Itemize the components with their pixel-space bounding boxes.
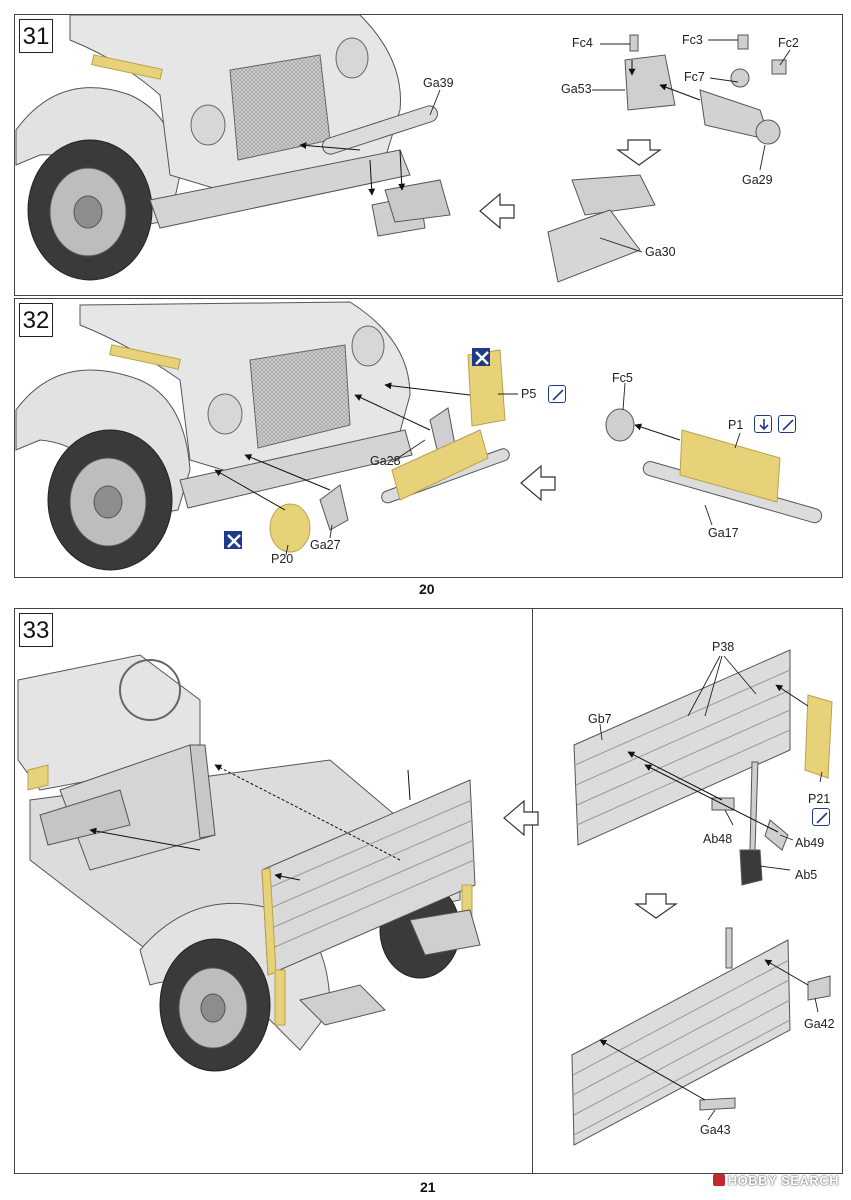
step33-arrows-left [89, 764, 411, 881]
label-p21: P21 [808, 792, 831, 806]
label-ga42: Ga42 [804, 1017, 835, 1031]
label-fc4: Fc4 [572, 36, 593, 50]
step31-arrows [299, 60, 701, 196]
label-ab49: Ab49 [795, 836, 825, 850]
label-p5: P5 [521, 387, 537, 401]
bend-fold-icon [472, 348, 490, 366]
label-ga17: Ga17 [708, 526, 739, 540]
step31-leader-lines [429, 39, 791, 253]
label-fc2: Fc2 [778, 36, 799, 50]
photo-etch-cut-icon [812, 808, 830, 826]
page-number-bottom: 21 [420, 1179, 436, 1195]
step33-gate-detail [571, 649, 833, 1146]
label-fc3: Fc3 [682, 33, 703, 47]
label-gb7: Gb7 [588, 712, 612, 726]
hollow-arrow-left [479, 192, 515, 230]
watermark: HOBBY SEARCH [712, 1173, 839, 1188]
label-p38: P38 [712, 640, 735, 654]
label-fc7: Fc7 [684, 70, 705, 84]
step-number: 31 [19, 19, 53, 53]
step31-bumper-parts [322, 105, 451, 237]
step33-leader-lines [599, 655, 823, 1121]
bend-fold-icon [224, 531, 242, 549]
hobby-search-logo-icon [712, 1174, 725, 1186]
step31-winch-parts [547, 34, 787, 283]
label-ga28: Ga28 [370, 454, 401, 468]
label-p1: P1 [728, 418, 744, 432]
label-ga53: Ga53 [561, 82, 592, 96]
label-ga27: Ga27 [310, 538, 341, 552]
label-ga43: Ga43 [700, 1123, 731, 1137]
step33-chassis [17, 654, 481, 1072]
step-number: 33 [19, 613, 53, 647]
label-fc5: Fc5 [612, 371, 633, 385]
hollow-arrow-down [616, 139, 662, 166]
label-ab5: Ab5 [795, 868, 818, 882]
fold-down-icon [754, 415, 772, 433]
label-ab48: Ab48 [703, 832, 733, 846]
photo-etch-cut-icon [548, 385, 566, 403]
photo-etch-cut-icon [778, 415, 796, 433]
hollow-arrow-down [634, 893, 678, 919]
label-ga39: Ga39 [423, 76, 454, 90]
hollow-arrow-left [520, 464, 556, 502]
step-number: 32 [19, 303, 53, 337]
label-ga29: Ga29 [742, 173, 773, 187]
step32-parts [269, 349, 823, 553]
step32-arrows [214, 382, 681, 511]
label-ga30: Ga30 [645, 245, 676, 259]
panel-divider [532, 608, 533, 1173]
page-number-top: 20 [419, 581, 435, 597]
step32-leader-lines [285, 382, 741, 556]
step32-truck-front [15, 301, 413, 571]
hollow-arrow-left [503, 799, 539, 837]
step33-arrows-right [599, 684, 809, 1101]
label-p20: P20 [271, 552, 294, 566]
